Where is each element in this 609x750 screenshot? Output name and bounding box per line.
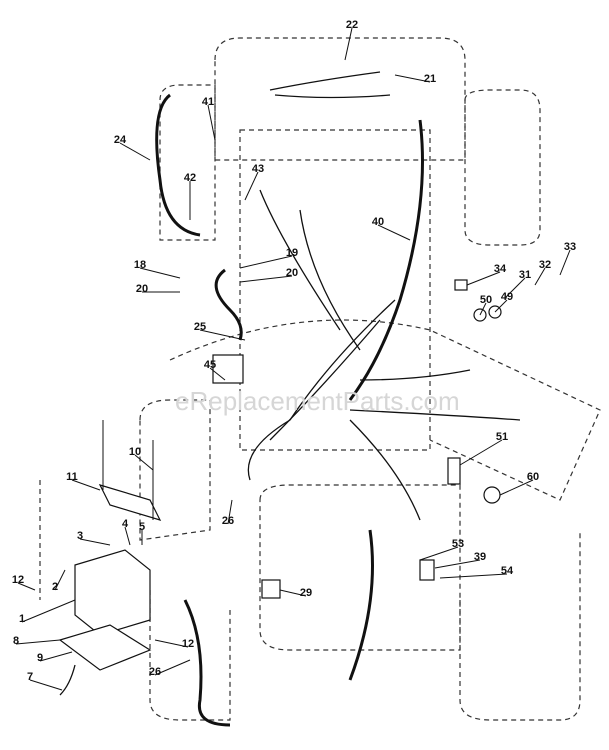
- callout-12: 12: [12, 574, 24, 586]
- callout-3: 3: [77, 530, 83, 542]
- callout-26: 26: [149, 666, 161, 678]
- callout-54: 54: [501, 565, 514, 577]
- callout-31: 31: [519, 269, 531, 281]
- callout-leader-line: [79, 538, 111, 546]
- callout-7: 7: [27, 671, 33, 683]
- callout-34: 34: [494, 263, 507, 275]
- callout-leader-line: [134, 454, 154, 471]
- callout-43: 43: [252, 163, 264, 175]
- callout-leader-line: [499, 479, 534, 496]
- callout-leader-line: [466, 271, 501, 286]
- callout-leader-line: [559, 249, 571, 276]
- callout-leader-line: [279, 589, 307, 597]
- callout-25: 25: [194, 321, 206, 333]
- callout-1: 1: [19, 613, 25, 625]
- callout-50: 50: [480, 294, 492, 306]
- callout-leader-line: [29, 679, 63, 691]
- callout-40: 40: [372, 216, 384, 228]
- callout-leader-line: [21, 599, 76, 623]
- tractor-outline: [39, 37, 601, 721]
- callout-5: 5: [139, 521, 145, 533]
- callout-leader-line: [377, 224, 411, 241]
- callout-9: 9: [37, 652, 43, 664]
- callout-18: 18: [134, 259, 146, 271]
- callout-leader-line: [207, 104, 216, 141]
- callout-10: 10: [129, 446, 141, 458]
- callout-leader-line: [17, 582, 36, 591]
- callout-labels: 2221412443424018192020253433323149504510…: [12, 19, 576, 691]
- callout-leader-line: [434, 559, 481, 569]
- callout-leader-line: [239, 255, 293, 269]
- callout-29: 29: [300, 587, 312, 599]
- callout-39: 39: [474, 551, 486, 563]
- callout-19: 19: [286, 247, 298, 259]
- callout-8: 8: [13, 635, 19, 647]
- callout-49: 49: [501, 291, 513, 303]
- callout-leader-line: [239, 275, 293, 283]
- callout-20: 20: [286, 267, 298, 279]
- callout-2: 2: [52, 581, 58, 593]
- callout-leader-line: [199, 329, 246, 341]
- callout-leader-line: [494, 299, 508, 313]
- callout-4: 4: [122, 518, 129, 530]
- callout-leader-line: [227, 499, 233, 525]
- callout-24: 24: [114, 134, 127, 146]
- callout-60: 60: [527, 471, 539, 483]
- watermark: eReplacementParts.com: [175, 386, 460, 416]
- callout-leader-line: [209, 367, 226, 381]
- callout-leader-line: [439, 573, 508, 579]
- callout-leader-line: [124, 526, 131, 546]
- callout-leader-line: [119, 142, 151, 161]
- callout-51: 51: [496, 431, 508, 443]
- callout-11: 11: [66, 471, 78, 483]
- callout-leader-line: [344, 27, 353, 61]
- callout-leader-line: [139, 267, 181, 279]
- callout-leader-line: [39, 651, 73, 662]
- callout-leader-line: [459, 439, 503, 466]
- callout-leader-line: [479, 302, 487, 316]
- callout-leader-line: [244, 171, 259, 201]
- callout-45: 45: [204, 359, 216, 371]
- callout-41: 41: [202, 96, 214, 108]
- callout-53: 53: [452, 538, 464, 550]
- callout-leader-line: [15, 639, 61, 645]
- callout-42: 42: [184, 172, 196, 184]
- callout-leader-line: [419, 546, 459, 561]
- callout-22: 22: [346, 19, 358, 31]
- cable-24: [155, 93, 201, 237]
- callout-20: 20: [136, 283, 148, 295]
- callout-leader-line: [154, 659, 191, 676]
- wiring-harness: [155, 71, 521, 727]
- callout-leader-line: [71, 479, 101, 491]
- harness-main-loom: [348, 119, 424, 401]
- callout-leader-line: [504, 277, 526, 299]
- callout-21: 21: [424, 73, 436, 85]
- battery-assembly: [58, 420, 162, 696]
- cable-25: [214, 268, 243, 341]
- cable-26: [183, 599, 231, 727]
- callout-12: 12: [182, 638, 194, 650]
- callout-leader-line: [154, 639, 189, 648]
- callout-leader-line: [534, 267, 546, 286]
- lower-loom: [348, 529, 374, 681]
- callout-leader-line: [54, 569, 66, 591]
- callout-33: 33: [564, 241, 576, 253]
- callout-leader-line: [394, 74, 431, 83]
- callout-26: 26: [222, 515, 234, 527]
- switches: [212, 279, 502, 599]
- callout-32: 32: [539, 259, 551, 271]
